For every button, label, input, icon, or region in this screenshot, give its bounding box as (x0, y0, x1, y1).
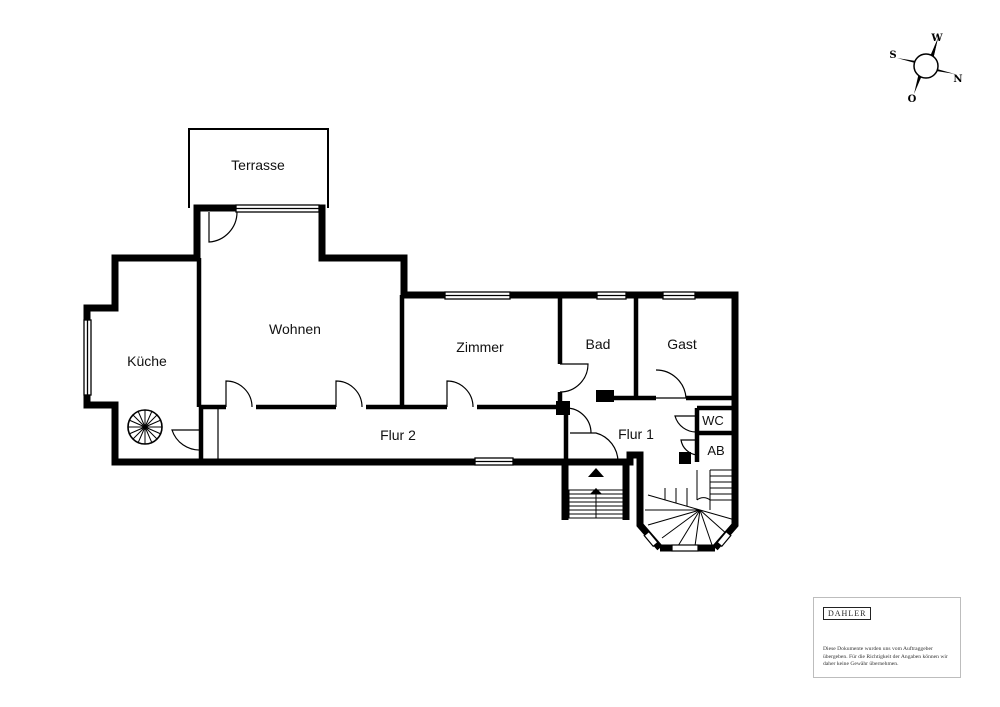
compass-icon: W S N O (889, 33, 962, 105)
room-label-zimmer: Zimmer (456, 339, 504, 355)
room-label-terrasse: Terrasse (231, 157, 285, 173)
compass-label-s: S (889, 50, 896, 61)
brand-logo: DAHLER (823, 607, 872, 620)
compass-label-n: N (953, 74, 962, 85)
interior-walls (196, 258, 735, 462)
room-label-ab: AB (707, 443, 724, 458)
windows (83, 204, 696, 466)
compass-label-w: W (930, 33, 943, 44)
wall-posts (556, 390, 691, 464)
room-label-wohnen: Wohnen (269, 321, 321, 337)
stair-bay-windows (643, 530, 732, 552)
entrance-stairs (568, 488, 624, 519)
disclaimer-text: Diese Dokumente wurden uns vom Auftragge… (823, 646, 948, 667)
disclaimer-box: DAHLER Diese Dokumente wurden uns vom Au… (813, 597, 961, 678)
entrance-arrow-icon (588, 468, 604, 477)
exterior-walls (83, 204, 739, 552)
room-label-flur1: Flur 1 (618, 426, 654, 442)
spiral-staircase (127, 409, 163, 445)
terrace-outline (188, 128, 329, 208)
room-label-gast: Gast (667, 336, 697, 352)
room-label-kueche: Küche (127, 353, 167, 369)
room-label-wc: WC (702, 413, 724, 428)
doors (171, 211, 698, 463)
room-label-flur2: Flur 2 (380, 427, 416, 443)
room-label-bad: Bad (586, 336, 611, 352)
winding-staircase (645, 469, 736, 547)
compass-label-o: O (908, 94, 917, 105)
